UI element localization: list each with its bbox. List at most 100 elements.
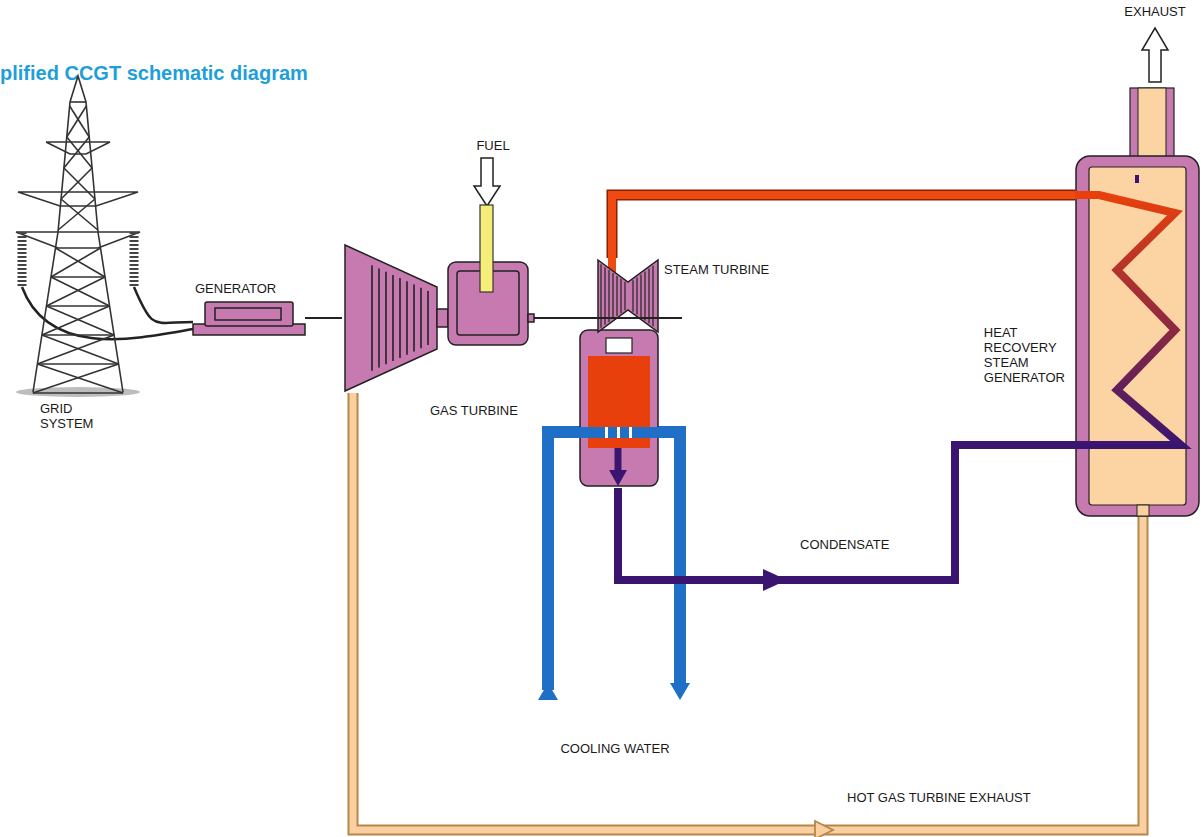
drawn-polygon — [16, 232, 140, 248]
drawn-line — [33, 364, 119, 393]
drawn-line — [37, 363, 118, 365]
drawn-line — [632, 280, 633, 311]
drawn-line — [61, 199, 98, 230]
drawn-line — [67, 106, 87, 137]
flow-arrowhead — [815, 821, 833, 837]
drawn-line — [64, 137, 89, 168]
stack-casing — [1130, 88, 1174, 160]
part-label: GAS TURBINE — [430, 403, 518, 418]
drawn-rect — [1135, 175, 1139, 183]
drawn-line — [644, 272, 645, 321]
drawn-line — [640, 274, 641, 317]
stack-flue — [1138, 88, 1166, 160]
gas-turbine: GAS TURBINE — [342, 243, 530, 393]
exhaust-duct-edge — [353, 393, 1143, 830]
drawn-rect — [528, 314, 534, 322]
drawn-rect — [606, 338, 632, 353]
pipe-connector — [353, 393, 1143, 837]
drawn-rect — [605, 427, 608, 438]
drawn-line — [61, 168, 92, 199]
drawn-line — [420, 288, 422, 349]
drawn-rect — [629, 427, 632, 438]
pipe-connector — [305, 318, 342, 319]
gas-turbine-outline — [342, 243, 530, 393]
drawn-line — [37, 335, 114, 364]
drawn-rect — [205, 302, 293, 326]
steam-turbine: STEAM TURBINE — [578, 258, 664, 488]
pipe-connector — [618, 445, 1075, 591]
drawn-line — [624, 282, 625, 310]
pipe-connector — [530, 318, 578, 319]
condensate-pipe — [618, 445, 1075, 580]
generator-box: GENERATOR — [193, 300, 305, 336]
steam-pipe — [612, 195, 1075, 258]
drawn-line — [615, 448, 622, 472]
drawn-line — [70, 106, 90, 137]
drawn-line — [406, 281, 408, 354]
steam-turbine-outline — [578, 258, 664, 488]
drawn-line — [616, 276, 617, 316]
drawn-polyline — [33, 76, 123, 392]
drawn-line — [46, 306, 114, 335]
drawn-rect — [480, 205, 493, 292]
drawn-line — [620, 279, 621, 313]
drawn-polygon — [345, 245, 437, 391]
drawn-polygon — [598, 260, 658, 332]
drive-shaft — [305, 317, 342, 319]
drawn-line — [392, 275, 394, 361]
connector-label: CONDENSATE — [800, 537, 889, 552]
part-label: GRID SYSTEM — [40, 401, 93, 431]
drawn-line — [612, 273, 613, 319]
drawn-line — [51, 277, 110, 306]
drawn-line — [37, 364, 123, 393]
drawn-polygon — [609, 470, 627, 486]
drawn-rect — [580, 330, 658, 486]
drawn-line — [371, 265, 373, 370]
drawn-polyline — [1075, 195, 1181, 445]
part-label: STEAM TURBINE — [664, 262, 769, 277]
drawn-line — [385, 272, 387, 365]
drawn-line — [70, 101, 86, 103]
drawn-line — [378, 269, 380, 368]
drawn-line — [46, 277, 105, 306]
drawn-line — [427, 291, 429, 345]
power-line — [134, 287, 193, 323]
drawn-rect — [1137, 505, 1149, 516]
drawn-line — [578, 317, 664, 319]
connector-label: HOT GAS TURBINE EXHAUST — [847, 790, 1031, 805]
drawn-line — [42, 306, 110, 335]
drawn-line — [648, 269, 649, 324]
transmission-tower: GRID SYSTEM — [8, 72, 148, 397]
exhaust-arrow — [1142, 28, 1168, 82]
drawn-line — [399, 278, 401, 358]
drawn-line — [42, 335, 119, 364]
drawn-rect — [578, 427, 660, 438]
pipe-connector — [612, 195, 1075, 258]
exhaust-duct — [353, 393, 1143, 830]
part-label: GENERATOR — [195, 281, 276, 296]
drawn-line — [51, 276, 105, 278]
drawn-line — [51, 248, 101, 277]
drawn-rect — [617, 427, 620, 438]
drawn-line — [33, 392, 123, 394]
fuel-arrow — [474, 158, 500, 206]
drawn-rect — [1076, 156, 1199, 516]
drawn-line — [58, 199, 95, 230]
shaft-end — [664, 317, 682, 319]
drawn-line — [604, 267, 605, 325]
cooling-inlet-arrow — [538, 683, 558, 700]
generator-box-outline — [193, 300, 305, 336]
drawn-line — [67, 137, 92, 168]
drawn-rect — [437, 309, 448, 327]
flow-arrowhead — [763, 569, 787, 591]
cooling-outlet-arrow — [670, 683, 690, 700]
annotation-label: COOLING WATER — [560, 741, 669, 756]
drawn-line — [130, 232, 139, 287]
drawn-line — [413, 285, 415, 352]
drawn-rect — [215, 308, 281, 320]
drawn-line — [18, 232, 27, 287]
annotation-label: EXHAUST — [1124, 4, 1185, 19]
drawn-line — [56, 248, 106, 277]
drawn-line — [46, 305, 109, 307]
